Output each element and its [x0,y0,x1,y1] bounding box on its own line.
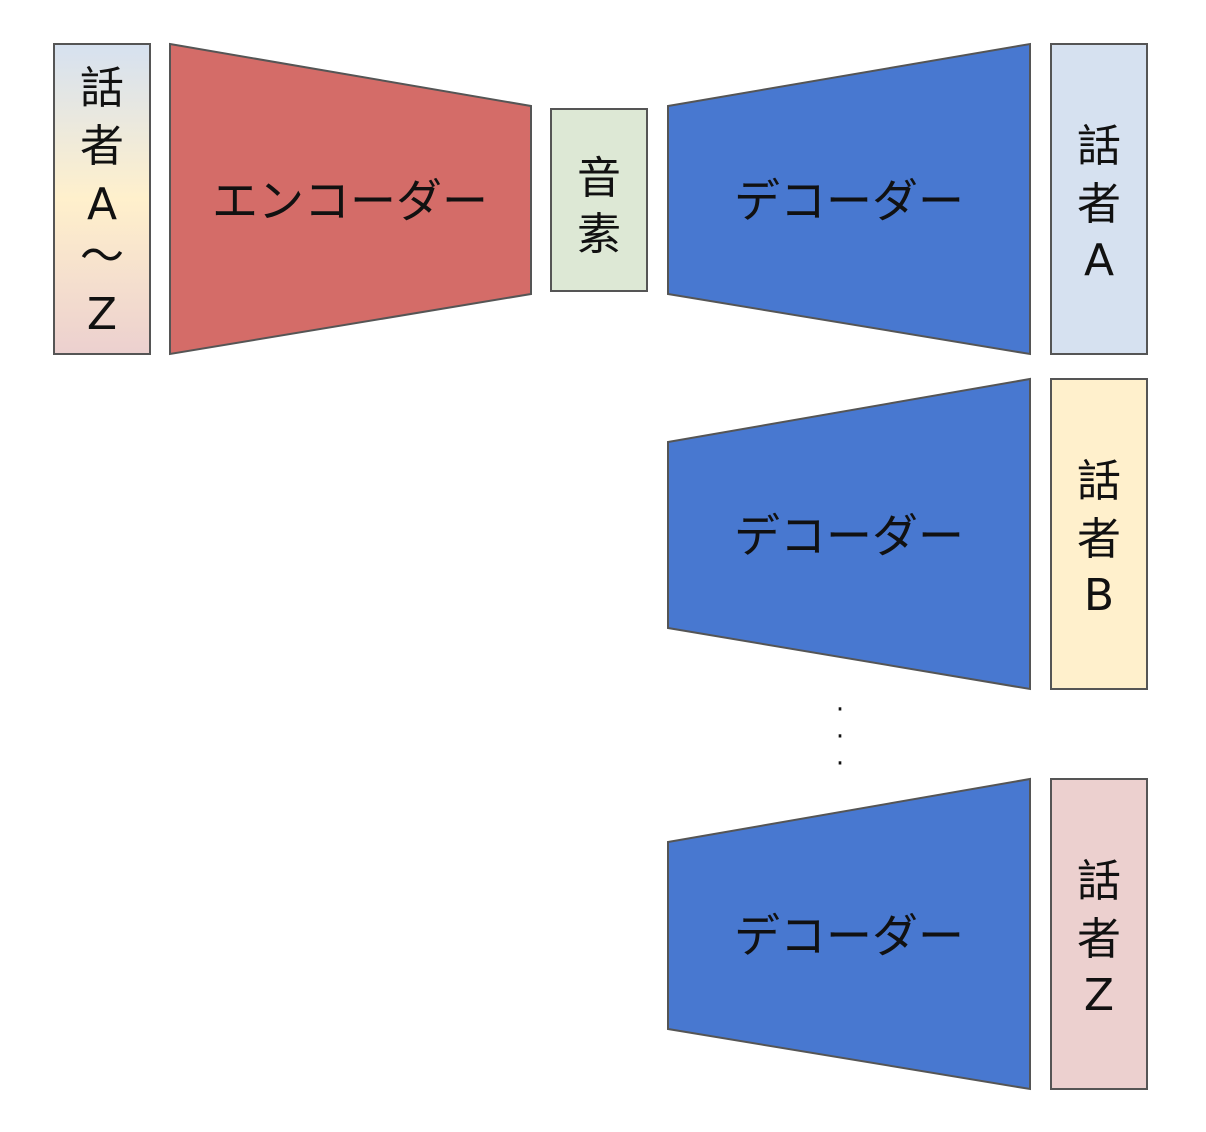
input-speakers-line-5: Z [87,289,117,340]
decoder-block-z: デコーダー [667,777,1031,1091]
input-speakers-line-2: 者 [80,121,124,172]
speaker-z-box: 話 者 Z [1050,778,1148,1090]
decoder-block-b: デコーダー [667,377,1031,691]
phoneme-rect [550,108,648,292]
ellipsis-dot-1: · [836,695,844,725]
speaker-a-line-3: A [1084,235,1114,286]
speaker-b-line-2: 者 [1077,514,1121,565]
encoder-label: エンコーダー [212,174,488,228]
speaker-z-line-2: 者 [1077,914,1121,965]
encoder-block: エンコーダー [169,42,532,356]
speaker-a-line-2: 者 [1077,179,1121,230]
input-speakers-box: 話 者 A ～ Z [53,43,151,355]
phoneme-line-1: 音 [577,153,621,204]
ellipsis-dot-2: · [836,722,844,752]
input-speakers-rect [53,43,151,355]
decoder-shape-z [667,777,1031,1091]
speaker-a-rect [1050,43,1148,355]
phoneme-line-2: 素 [577,209,621,260]
input-speakers-line-4: ～ [80,231,124,282]
speaker-b-line-1: 話 [1077,456,1121,507]
ellipsis-dot-3: · [836,749,844,779]
decoder-shape-b [667,377,1031,691]
speaker-z-rect [1050,778,1148,1090]
speaker-a-line-1: 話 [1077,121,1121,172]
speaker-z-line-1: 話 [1077,856,1121,907]
speaker-b-line-3: B [1084,570,1114,621]
phoneme-box: 音 素 [550,108,648,292]
decoder-label-z: デコーダー [734,909,964,963]
vertical-ellipsis: · · · [836,695,844,779]
encoder-shape [169,42,532,356]
decoder-block-a: デコーダー [667,42,1031,356]
decoder-label-a: デコーダー [734,174,964,228]
input-speakers-line-1: 話 [80,63,124,114]
speaker-a-box: 話 者 A [1050,43,1148,355]
decoder-label-b: デコーダー [734,509,964,563]
speaker-z-line-3: Z [1084,970,1114,1021]
speaker-b-rect [1050,378,1148,690]
decoder-shape-a [667,42,1031,356]
speaker-b-box: 話 者 B [1050,378,1148,690]
input-speakers-line-3: A [87,179,117,230]
